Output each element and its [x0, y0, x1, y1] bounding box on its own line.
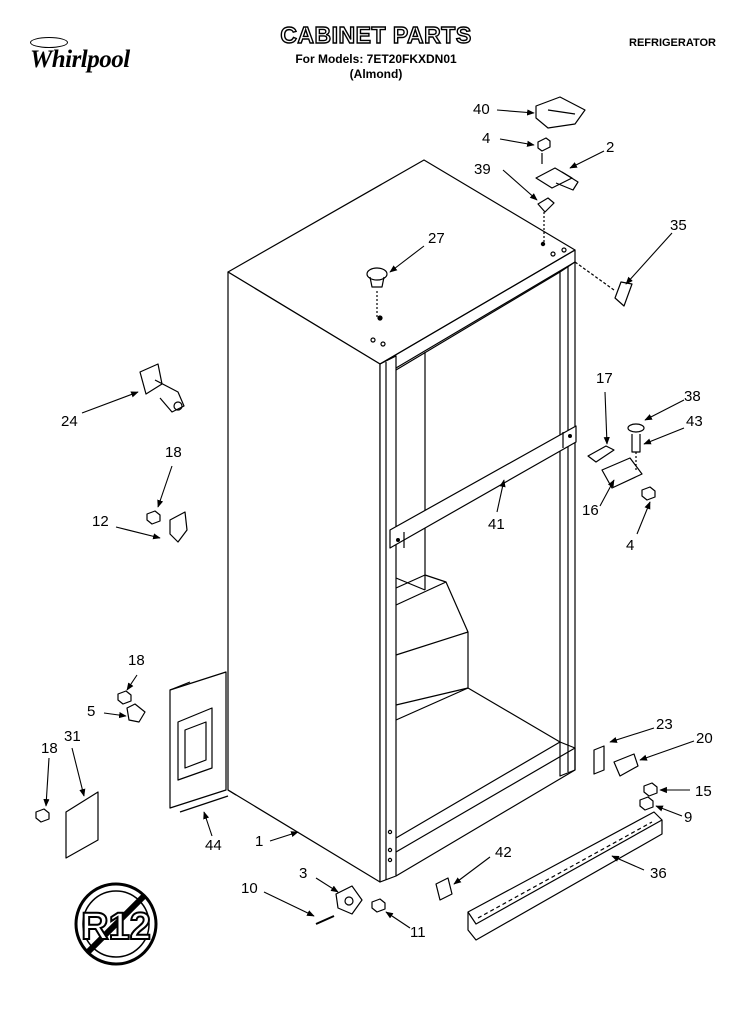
callout-12: 12	[92, 513, 109, 530]
callout-16: 16	[582, 502, 599, 519]
callout-23: 23	[656, 716, 673, 733]
top-hinge-assembly	[535, 137, 579, 242]
refrigerant-badge: R12	[74, 882, 158, 966]
callout-35: 35	[670, 217, 687, 234]
brand-logo-emblem	[30, 37, 68, 48]
callout-4: 4	[482, 130, 491, 147]
cabinet-shell	[227, 159, 576, 883]
callout-24: 24	[61, 413, 78, 430]
appliance-category: REFRIGERATOR	[629, 37, 716, 49]
bottom-hinge-assembly	[593, 745, 658, 811]
callout-4-lower: 4	[626, 537, 635, 554]
grille-clip	[435, 877, 453, 901]
callout-3: 3	[299, 865, 308, 882]
callout-15: 15	[695, 783, 712, 800]
callout-39: 39	[474, 161, 491, 178]
callout-40: 40	[473, 101, 490, 118]
callout-11: 11	[410, 924, 426, 941]
callout-36: 36	[650, 865, 667, 882]
callout-27: 27	[428, 230, 445, 247]
side-bracket	[117, 690, 146, 723]
door-stop	[574, 261, 633, 307]
callout-42: 42	[495, 844, 512, 861]
callout-31: 31	[64, 728, 81, 745]
center-mullion	[389, 425, 577, 549]
callout-17: 17	[596, 370, 613, 387]
base-grille	[467, 811, 663, 941]
diagram-title: CABINET PARTS	[280, 21, 472, 48]
callout-2: 2	[606, 139, 615, 156]
model-number: For Models: 7ET20FKXDN01	[295, 52, 457, 66]
callout-18-mid: 18	[128, 652, 145, 669]
callout-38: 38	[684, 388, 701, 405]
callout-44: 44	[205, 837, 222, 854]
badge-label: R12	[81, 906, 151, 948]
callout-5: 5	[87, 703, 96, 720]
callout-10: 10	[241, 880, 258, 897]
callout-41: 41	[488, 516, 505, 533]
callout-9: 9	[684, 809, 693, 826]
roller-assembly	[315, 885, 386, 925]
hinge-cover	[535, 96, 586, 129]
callout-20: 20	[696, 730, 713, 747]
callout-18-low: 18	[41, 740, 58, 757]
callout-43: 43	[686, 413, 703, 430]
model-variant: (Almond)	[349, 67, 403, 81]
callout-1: 1	[255, 833, 264, 850]
brand-logo: Whirlpool	[30, 46, 130, 73]
leader-lines	[43, 109, 695, 929]
control-knob	[139, 363, 185, 413]
mounting-plate	[169, 671, 229, 813]
plug-button	[366, 267, 388, 318]
left-clip-bracket	[146, 510, 188, 543]
model-info: For Models: 7ET20FKXDN01 (Almond)	[268, 52, 484, 82]
callout-18: 18	[165, 444, 182, 461]
center-hinge-assembly	[587, 423, 656, 501]
grille-panel	[35, 791, 99, 859]
